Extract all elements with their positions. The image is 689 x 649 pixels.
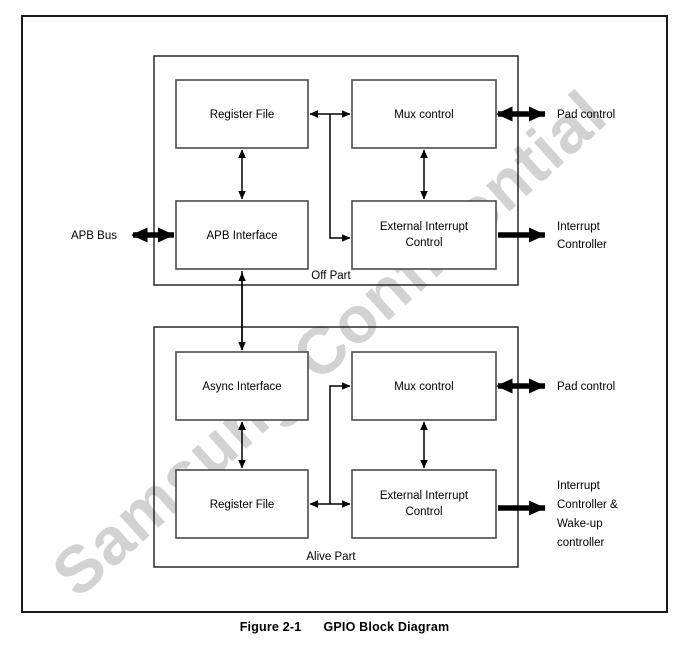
figure-number: Figure 2-1	[239, 620, 302, 634]
block-register-file-bottom-label: Register File	[210, 499, 275, 511]
label-interrupt-wakeup-line2: Controller &	[557, 499, 618, 511]
figure-caption: Figure 2-1 GPIO Block Diagram	[0, 620, 689, 634]
watermark: Samsung Confidential	[38, 76, 620, 611]
label-pad-control-bottom: Pad control	[557, 381, 615, 393]
block-ext-int-control-bottom-label-line2: Control	[405, 506, 442, 518]
label-off-part: Off Part	[311, 270, 351, 282]
label-pad-control-top: Pad control	[557, 109, 615, 121]
block-mux-control-bottom-label: Mux control	[394, 381, 453, 393]
block-register-file-bottom	[175, 469, 309, 539]
label-interrupt-controller-line1: Interrupt	[557, 221, 601, 233]
label-alive-part: Alive Part	[306, 551, 356, 563]
block-register-file-top-label: Register File	[210, 109, 275, 121]
container-alive-part	[153, 326, 519, 568]
label-interrupt-wakeup-line1: Interrupt	[557, 480, 601, 492]
label-interrupt-controller-line2: Controller	[557, 239, 607, 251]
container-off-part	[153, 55, 519, 286]
block-mux-control-bottom	[351, 351, 497, 421]
block-ext-int-control-bottom-label-line1: External Interrupt	[380, 490, 469, 502]
label-interrupt-wakeup-line3: Wake-up	[557, 518, 603, 530]
block-apb-interface	[175, 200, 309, 270]
label-apb-bus: APB Bus	[71, 230, 117, 242]
block-ext-int-control-top	[351, 200, 497, 270]
figure-title: GPIO Block Diagram	[323, 620, 450, 634]
connector-regfile-extint-top	[329, 114, 351, 242]
block-ext-int-control-top-label-line2: Control	[405, 237, 442, 249]
block-async-interface	[175, 351, 309, 421]
connector-regfile-mux-bottom	[329, 382, 351, 504]
label-interrupt-wakeup-line4: controller	[557, 537, 604, 549]
block-async-interface-label: Async Interface	[202, 381, 281, 393]
watermark-text: Samsung Confidential	[38, 76, 620, 611]
block-ext-int-control-top-label-line1: External Interrupt	[380, 221, 469, 233]
block-mux-control-top	[351, 79, 497, 149]
block-apb-interface-label: APB Interface	[207, 230, 278, 242]
block-register-file-top	[175, 79, 309, 149]
block-ext-int-control-bottom	[351, 469, 497, 539]
page-frame	[21, 15, 668, 613]
block-mux-control-top-label: Mux control	[394, 109, 453, 121]
